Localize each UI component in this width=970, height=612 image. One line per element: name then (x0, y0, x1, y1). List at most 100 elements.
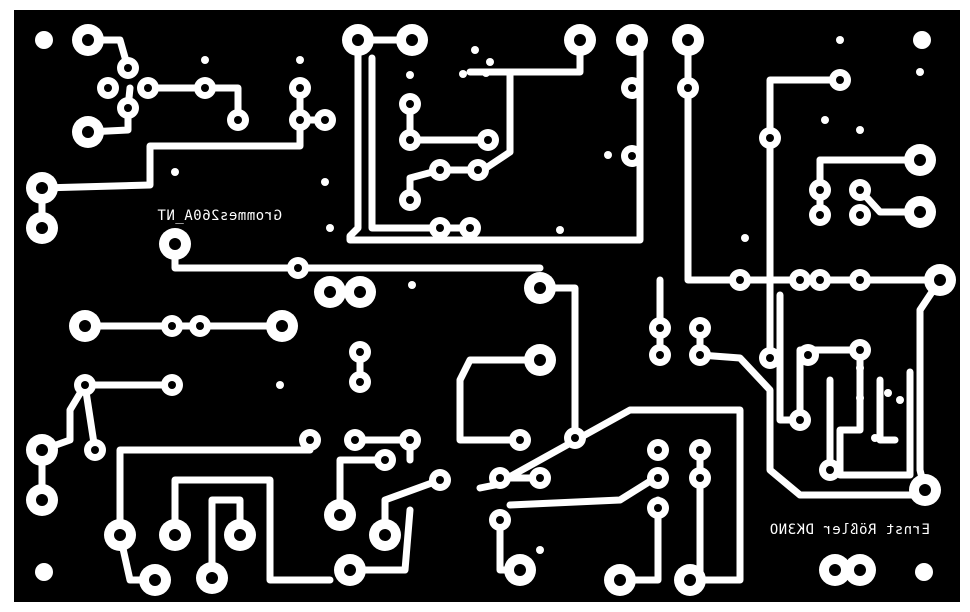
pad-drill-hole (804, 351, 812, 359)
pads (26, 24, 956, 596)
pad-drill-hole (168, 381, 176, 389)
pad-drill-hole (356, 378, 364, 386)
pad-drill-hole (536, 474, 544, 482)
mounting-hole-top-left (35, 31, 53, 49)
pad-drill-hole (914, 206, 926, 218)
pad-drill-hole (406, 136, 414, 144)
pad-drill-hole (36, 494, 48, 506)
pad-drill-hole (696, 351, 704, 359)
via (321, 178, 329, 186)
via (896, 396, 904, 404)
pad-drill-hole (696, 474, 704, 482)
via (856, 126, 864, 134)
via (486, 58, 494, 66)
pad-drill-hole (406, 34, 418, 46)
via (741, 234, 749, 242)
pad-drill-hole (356, 348, 364, 356)
via (556, 226, 564, 234)
via (836, 36, 844, 44)
pad-drill-hole (436, 476, 444, 484)
pad-drill-hole (296, 116, 304, 124)
mounting-hole-bottom-left (35, 563, 53, 581)
via (856, 394, 864, 402)
pad-drill-hole (276, 320, 288, 332)
via (201, 56, 209, 64)
pad-drill-hole (406, 436, 414, 444)
mounting-holes (35, 31, 933, 581)
via (459, 70, 467, 78)
pad-drill-hole (234, 529, 246, 541)
pad-drill-hole (766, 134, 774, 142)
pad-drill-hole (628, 84, 636, 92)
pad-drill-hole (696, 324, 704, 332)
pad-drill-hole (324, 286, 336, 298)
pad-drill-hole (306, 436, 314, 444)
via (408, 281, 416, 289)
pad-drill-hole (466, 224, 474, 232)
via (406, 71, 414, 79)
pad-drill-hole (36, 444, 48, 456)
pad-drill-hole (104, 84, 112, 92)
pad-drill-hole (654, 504, 662, 512)
pad-drill-hole (856, 276, 864, 284)
pad-drill-hole (656, 351, 664, 359)
pad-drill-hole (296, 84, 304, 92)
pad-drill-hole (796, 416, 804, 424)
pad-drill-hole (114, 529, 126, 541)
pad-drill-hole (829, 564, 841, 576)
pad-drill-hole (684, 574, 696, 586)
pad-drill-hole (168, 322, 176, 330)
pad-drill-hole (436, 166, 444, 174)
pad-drill-hole (124, 104, 132, 112)
via (482, 69, 490, 77)
pad-drill-hole (628, 152, 636, 160)
via (171, 168, 179, 176)
author-label: Ernst Rößler DK3NO (769, 522, 930, 538)
pad-drill-hole (169, 529, 181, 541)
pad-drill-hole (682, 34, 694, 46)
pad-drill-hole (234, 116, 242, 124)
pad-drill-hole (82, 126, 94, 138)
pad-drill-hole (934, 274, 946, 286)
pad-drill-hole (736, 276, 744, 284)
pad-drill-hole (334, 509, 346, 521)
pad-drill-hole (696, 446, 704, 454)
pad-drill-hole (381, 456, 389, 464)
pad-drill-hole (856, 346, 864, 354)
pad-drill-hole (149, 574, 161, 586)
pad-drill-hole (496, 516, 504, 524)
via (821, 116, 829, 124)
pad-drill-hole (514, 564, 526, 576)
via (326, 224, 334, 232)
pad-drill-hole (496, 474, 504, 482)
pad-drill-hole (919, 484, 931, 496)
pad-drill-hole (654, 446, 662, 454)
via (471, 46, 479, 54)
pad-drill-hole (854, 564, 866, 576)
via (884, 389, 892, 397)
pad-drill-hole (321, 116, 329, 124)
pad-drill-hole (816, 186, 824, 194)
pad-drill-hole (516, 436, 524, 444)
via (296, 56, 304, 64)
pad-drill-hole (406, 196, 414, 204)
pad-drill-hole (436, 224, 444, 232)
via (276, 381, 284, 389)
mounting-hole-top-right (913, 31, 931, 49)
pad-drill-hole (656, 324, 664, 332)
pad-drill-hole (614, 574, 626, 586)
pad-drill-hole (856, 211, 864, 219)
via (604, 151, 612, 159)
pad-drill-hole (474, 166, 482, 174)
pad-drill-hole (124, 64, 132, 72)
pad-drill-hole (344, 564, 356, 576)
pad-drill-hole (574, 34, 586, 46)
pad-drill-hole (36, 182, 48, 194)
pad-drill-hole (914, 154, 926, 166)
pad-drill-hole (91, 446, 99, 454)
pad-drill-hole (81, 381, 89, 389)
pad-drill-hole (684, 84, 692, 92)
board-name-label: Grommes260A_NT (157, 208, 282, 224)
pad-drill-hole (79, 320, 91, 332)
